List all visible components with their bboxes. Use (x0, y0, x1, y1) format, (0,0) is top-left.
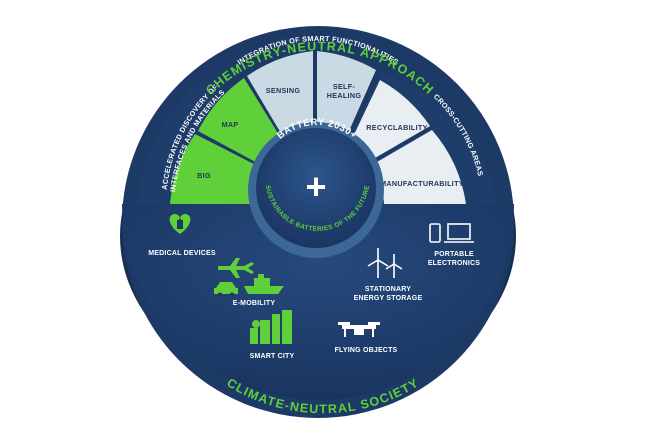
segment-recyclability (350, 80, 430, 162)
segment-sensing (247, 51, 313, 142)
phone-laptop-icon (429, 223, 474, 243)
flying-objects-label: FLYING OBJECTS (335, 347, 398, 354)
portable-electronics-label-1: PORTABLE (434, 251, 474, 258)
segment-big (170, 134, 262, 204)
segment-sensing-label: SENSING (266, 86, 301, 95)
segment-map-label: MAP (222, 120, 239, 129)
e-mobility-label: E-MOBILITY (233, 300, 276, 307)
segment-self-healing-label-1: SELF- (333, 82, 356, 91)
stationary-storage-label-1: STATIONARY (365, 286, 411, 293)
center-plus-symbol: + (305, 166, 326, 207)
segment-manufacturability (370, 130, 466, 204)
segment-self-healing (317, 51, 376, 140)
heart-battery-icon (169, 214, 191, 234)
stationary-storage-label-2: ENERGY STORAGE (354, 295, 423, 302)
segment-manufacturability-label: MANUFACTURABILITY (380, 179, 464, 188)
segment-recyclability-label: RECYCLABILITY (366, 123, 427, 132)
ship-icon (244, 274, 284, 294)
drone-icon (338, 322, 380, 337)
smart-city-label: SMART CITY (250, 353, 295, 360)
airplane-icon (218, 258, 254, 278)
buildings-icon (250, 310, 292, 344)
medical-devices-label: MEDICAL DEVICES (148, 250, 216, 257)
car-icon (214, 282, 238, 298)
portable-electronics-label-2: ELECTRONICS (428, 260, 480, 267)
hub-inner (256, 128, 376, 248)
applications-area (122, 204, 514, 400)
segment-map (198, 78, 284, 166)
wind-turbine-icon (367, 248, 403, 278)
segment-big-label: BIG (197, 171, 211, 180)
segment-dividers (195, 50, 432, 168)
segment-self-healing-label-2: HEALING (327, 91, 362, 100)
